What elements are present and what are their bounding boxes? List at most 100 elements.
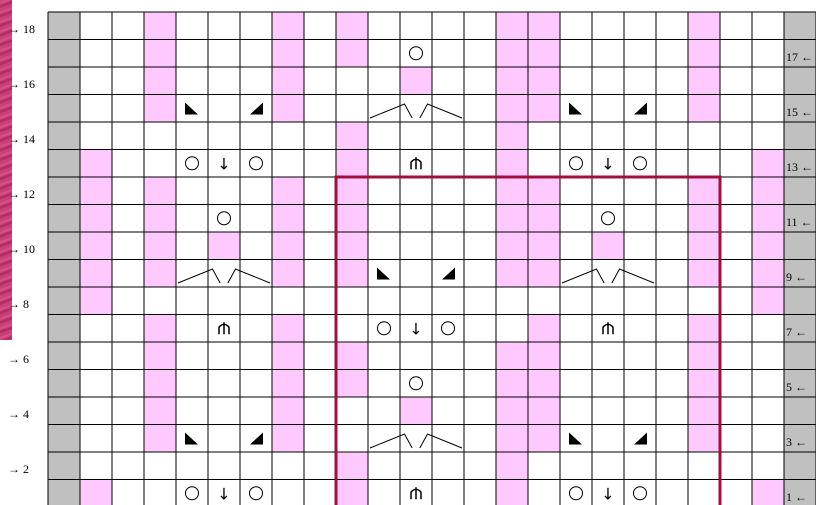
cable-cross-symbol <box>178 269 270 283</box>
purl-cell <box>80 260 112 288</box>
purl-cell <box>752 205 784 233</box>
row-label-14: → 14 <box>8 132 35 146</box>
right-decrease-symbol <box>250 103 263 115</box>
purl-cell <box>272 95 304 123</box>
purl-cell <box>144 67 176 95</box>
left-decrease-symbol <box>569 103 582 115</box>
purl-cell <box>752 232 784 260</box>
purl-cell <box>528 370 560 398</box>
purl-cell <box>272 370 304 398</box>
purl-cell <box>80 150 112 178</box>
purl-cell <box>528 315 560 343</box>
purl-cell <box>528 232 560 260</box>
purl-cell <box>496 342 528 370</box>
cable-cross-stroke <box>370 104 462 118</box>
row-label-4: → 4 <box>8 407 29 421</box>
purl-cell <box>528 67 560 95</box>
centered-decrease-stroke <box>411 487 421 499</box>
purl-cell <box>592 232 624 260</box>
purl-cell <box>272 40 304 68</box>
yarn-over-symbol <box>410 377 423 390</box>
yarn-over-symbol <box>410 47 423 60</box>
centered-decrease-stroke <box>411 157 421 169</box>
yarn-over-symbol <box>250 157 263 170</box>
purl-cell <box>688 315 720 343</box>
purl-cell <box>496 40 528 68</box>
purl-cell <box>272 12 304 40</box>
purl-cell <box>528 342 560 370</box>
yarn-over-symbol <box>218 212 231 225</box>
cable-cross-symbol <box>562 269 654 283</box>
right-decrease-symbol <box>442 268 455 280</box>
purl-cell <box>144 315 176 343</box>
purl-cell <box>688 397 720 425</box>
row-label-5: 5 ← <box>786 380 807 394</box>
yarn-over-symbol <box>186 157 199 170</box>
purl-cell <box>336 452 368 480</box>
purl-cell <box>496 95 528 123</box>
purl-cell <box>752 177 784 205</box>
right-decrease-symbol <box>634 433 647 445</box>
right-decrease-symbol <box>634 103 647 115</box>
purl-cell <box>496 260 528 288</box>
purl-cell <box>144 205 176 233</box>
purl-cell <box>496 370 528 398</box>
purl-cell <box>144 232 176 260</box>
row-label-17: 17 ← <box>786 50 813 64</box>
purl-cell <box>144 12 176 40</box>
centered-decrease-stroke <box>603 322 613 334</box>
purl-cell <box>336 177 368 205</box>
purl-cell <box>752 260 784 288</box>
row-label-10: → 10 <box>8 242 35 256</box>
cable-cross-stroke <box>370 434 462 448</box>
edge-column <box>784 12 816 505</box>
purl-cell <box>688 177 720 205</box>
row-label-6: → 6 <box>8 352 29 366</box>
purl-cell <box>272 315 304 343</box>
yarn-over-symbol <box>442 322 455 335</box>
centered-decrease-symbol <box>219 322 229 334</box>
double-decrease-symbol: ↓ <box>217 154 230 173</box>
purl-cell <box>496 150 528 178</box>
yarn-over-symbol <box>186 487 199 500</box>
double-decrease-symbol: ↓ <box>409 319 422 338</box>
cable-cross-symbol <box>370 434 462 448</box>
purl-cell <box>336 342 368 370</box>
purl-cell <box>528 12 560 40</box>
purl-cell <box>144 177 176 205</box>
purl-cell <box>496 12 528 40</box>
row-label-18: → 18 <box>8 22 35 36</box>
purl-cell <box>272 232 304 260</box>
purl-cell <box>208 232 240 260</box>
purl-cell <box>80 232 112 260</box>
row-label-9: 9 ← <box>786 270 807 284</box>
purl-cell <box>496 205 528 233</box>
purl-cell <box>496 177 528 205</box>
purl-cell <box>144 40 176 68</box>
left-decrease-symbol <box>185 433 198 445</box>
purl-cell <box>528 260 560 288</box>
left-decrease-symbol <box>377 268 390 280</box>
centered-decrease-symbol <box>411 487 421 499</box>
purl-cell <box>272 205 304 233</box>
purl-cell <box>688 40 720 68</box>
purl-cell <box>688 12 720 40</box>
yarn-over-symbol <box>250 487 263 500</box>
purl-cell <box>144 370 176 398</box>
purl-cell <box>688 342 720 370</box>
purl-cell <box>144 260 176 288</box>
purl-cell <box>688 95 720 123</box>
yarn-over-symbol <box>570 157 583 170</box>
edge-column <box>48 12 80 505</box>
purl-cell <box>336 150 368 178</box>
purl-cell <box>528 95 560 123</box>
purl-cell <box>752 287 784 315</box>
purl-cell <box>528 205 560 233</box>
purl-cell <box>496 425 528 453</box>
row-label-12: → 12 <box>8 187 35 201</box>
purl-cell <box>272 177 304 205</box>
purl-cell <box>336 232 368 260</box>
purl-cell <box>336 480 368 505</box>
row-label-11: 11 ← <box>786 215 813 229</box>
